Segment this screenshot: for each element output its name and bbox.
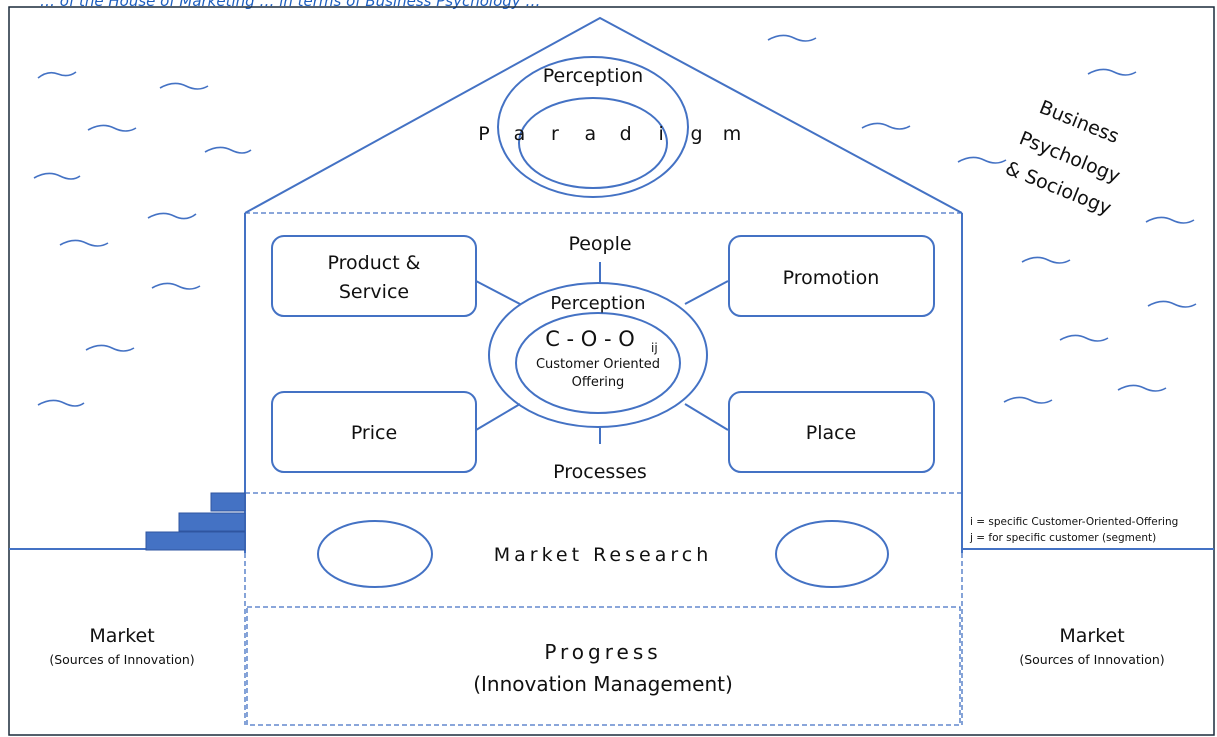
product-label: Product & bbox=[328, 252, 421, 274]
roof-inner-ellipse bbox=[518, 97, 668, 189]
connector-place bbox=[684, 403, 729, 431]
center-outer-ellipse bbox=[488, 282, 708, 428]
wave bbox=[59, 239, 109, 247]
connector-promotion bbox=[684, 280, 729, 305]
market-right-title: Market bbox=[1059, 625, 1124, 647]
center-inner-ellipse bbox=[515, 312, 681, 414]
paradigm-letter: r bbox=[551, 123, 559, 145]
stairs bbox=[145, 492, 246, 551]
market-right-subtitle: (Sources of Innovation) bbox=[1019, 652, 1164, 667]
service-label: Service bbox=[339, 281, 409, 303]
business-psychology-label: Business Psychology & Sociology bbox=[1002, 96, 1123, 219]
progress-subtitle: (Innovation Management) bbox=[473, 672, 733, 696]
wave bbox=[1059, 334, 1109, 342]
roof-outline bbox=[244, 16, 963, 214]
paradigm-letter: a bbox=[514, 123, 526, 145]
wave bbox=[151, 282, 201, 290]
center-perception-label: Perception bbox=[550, 293, 645, 314]
wave bbox=[33, 172, 81, 180]
wave-decorations bbox=[33, 34, 1197, 407]
wave bbox=[204, 146, 252, 154]
market-research-ellipse-left bbox=[317, 520, 433, 588]
place-label: Place bbox=[806, 422, 857, 444]
paradigm-letter: i bbox=[659, 123, 664, 145]
coo-subscript: ij bbox=[651, 341, 658, 355]
caption-text: … of the House of Marketing … in terms o… bbox=[40, 0, 540, 10]
wave bbox=[1145, 216, 1195, 224]
market-left-subtitle: (Sources of Innovation) bbox=[49, 652, 194, 667]
paradigm-letter: m bbox=[723, 123, 742, 145]
outer-frame bbox=[8, 6, 1215, 736]
processes-label: Processes bbox=[553, 461, 647, 483]
wave bbox=[1021, 256, 1071, 264]
note-i: i = specific Customer-Oriented-Offering bbox=[970, 516, 1178, 528]
connector-price bbox=[475, 403, 521, 431]
price-box bbox=[271, 391, 477, 473]
wave bbox=[159, 82, 209, 90]
paradigm-letter: a bbox=[584, 123, 596, 145]
market-research-ellipse-right bbox=[775, 520, 889, 588]
roof-perception-label: Perception bbox=[543, 65, 643, 87]
people-label: People bbox=[568, 233, 631, 255]
price-label: Price bbox=[351, 422, 397, 444]
market-research-label: Market Research bbox=[494, 544, 713, 566]
wave bbox=[767, 34, 817, 42]
coo-line1: Customer Oriented bbox=[536, 357, 660, 372]
coo-label: C - O - O bbox=[545, 327, 635, 351]
wave bbox=[37, 399, 85, 407]
product-service-box bbox=[271, 235, 477, 317]
promotion-box bbox=[728, 235, 935, 317]
wave bbox=[147, 212, 197, 220]
promotion-label: Promotion bbox=[783, 267, 880, 289]
wave bbox=[85, 344, 135, 352]
paradigm-letter: g bbox=[691, 123, 703, 145]
marketing-mix-boxes bbox=[271, 235, 935, 473]
progress-box bbox=[246, 606, 961, 726]
coo-line2: Offering bbox=[572, 375, 625, 390]
roof-outer-ellipse bbox=[497, 56, 689, 198]
wave bbox=[87, 124, 137, 132]
stair-step bbox=[178, 512, 246, 532]
paradigm-letter: P bbox=[478, 123, 489, 145]
wave bbox=[1087, 68, 1137, 76]
progress-title: Progress bbox=[544, 640, 661, 664]
wave bbox=[1147, 300, 1197, 308]
connectors bbox=[475, 262, 729, 444]
stair-step bbox=[145, 531, 246, 551]
wave bbox=[1117, 384, 1167, 392]
paradigm-letter: d bbox=[620, 123, 632, 145]
place-box bbox=[728, 391, 935, 473]
note-j: j = for specific customer (segment) bbox=[969, 532, 1156, 544]
dashed-sections bbox=[244, 212, 963, 726]
connector-product bbox=[475, 280, 521, 305]
stair-step bbox=[210, 492, 246, 512]
wave bbox=[957, 156, 1007, 164]
wave bbox=[861, 122, 911, 130]
wave bbox=[37, 71, 77, 79]
wave bbox=[1003, 396, 1053, 404]
market-left-title: Market bbox=[89, 625, 154, 647]
